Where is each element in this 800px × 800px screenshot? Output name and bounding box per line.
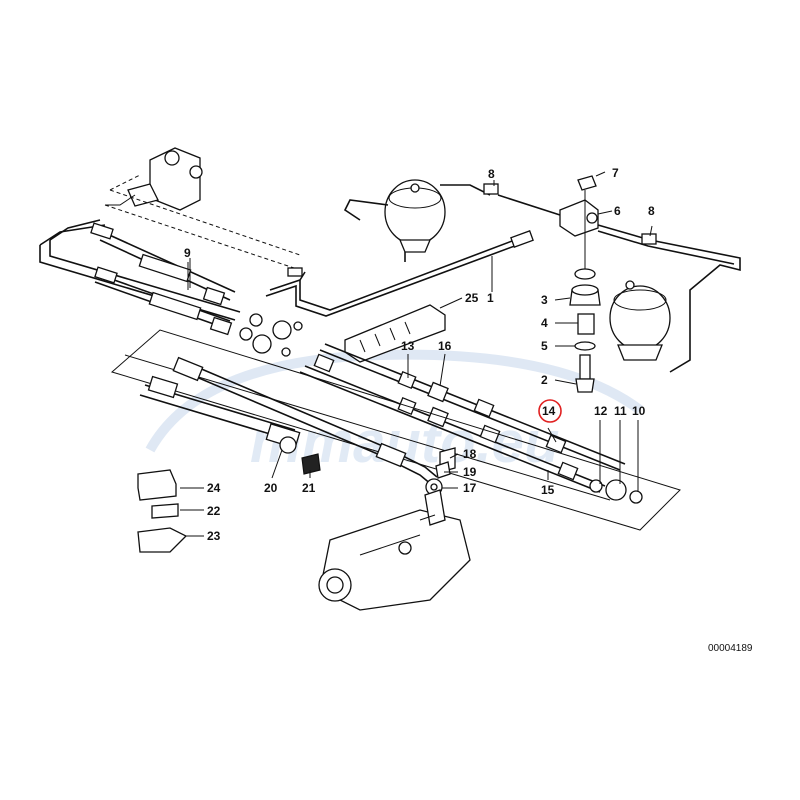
callout-23: 23 [207,529,221,543]
callout-7: 7 [612,166,619,180]
accumulator-top [343,179,491,262]
callout-3: 3 [541,293,548,307]
callout-13: 13 [401,339,415,353]
highlight-ring-14 [538,399,562,423]
lower-assembly-frame [110,329,681,531]
clips [137,469,188,553]
callout-2: 2 [541,373,548,387]
callout-16: 16 [438,339,452,353]
fitting-8a [483,183,561,216]
callout-10: 10 [632,404,646,418]
valve-block [104,147,301,271]
callout-11: 11 [614,404,627,418]
damper-stack [569,268,601,393]
callout-15: 15 [541,483,555,497]
callout-4: 4 [541,316,548,330]
callout-25: 25 [465,291,479,305]
callout-17: 17 [463,481,477,495]
callout-12: 12 [594,404,608,418]
callout-14: 14 [542,404,556,418]
callout-21: 21 [302,481,316,495]
accumulator-right [609,280,671,361]
callout-18: 18 [463,447,477,461]
brake-lines-9 [39,219,241,336]
hoses-lower [139,356,456,496]
callout-8-right: 8 [648,204,655,218]
leader-lines [180,171,653,537]
pipe-8-right [597,224,741,373]
callout-20: 20 [264,481,278,495]
callout-9: 9 [184,246,191,260]
fittings-group [239,313,303,357]
callout-8-top: 8 [488,167,495,181]
callout-5: 5 [541,339,548,353]
callout-19: 19 [463,465,477,479]
steering-pump [318,489,471,611]
brake-lines-middle [299,343,643,504]
pipe-1 [265,230,534,317]
callout-labels: 9 8 7 6 8 3 4 5 2 1 25 13 16 14 15 12 11… [184,166,655,543]
t-fitting-6 [559,175,599,270]
callout-6: 6 [614,204,621,218]
callout-24: 24 [207,481,221,495]
diagram-reference-number: 00004189 [708,643,753,654]
callout-22: 22 [207,504,221,518]
callout-1: 1 [487,291,494,305]
